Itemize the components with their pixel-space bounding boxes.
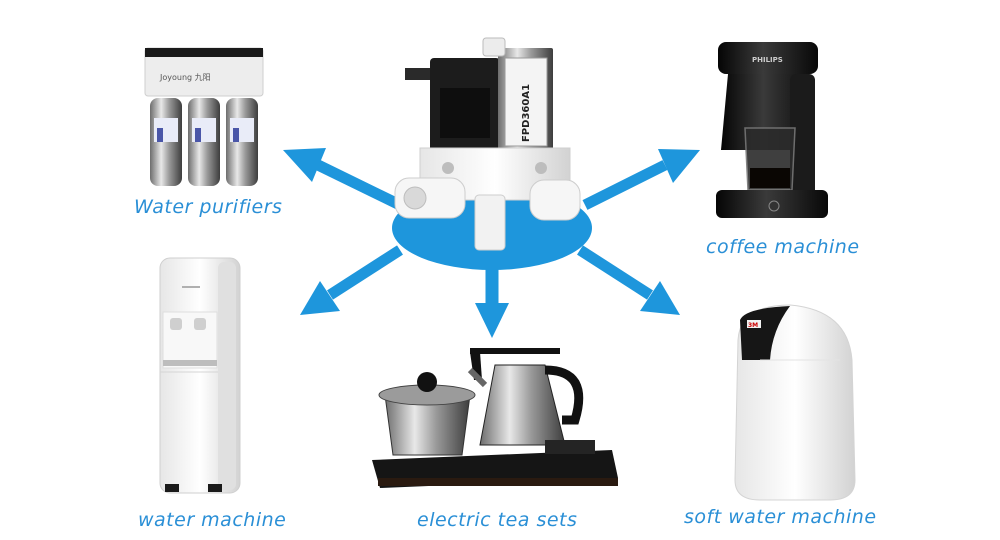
arrow-to-soft-water-machine [577,245,680,315]
label-coffee-machine: coffee machine [706,236,860,258]
arrow-to-electric-tea-sets [475,268,509,338]
arrow-to-water-purifiers [283,148,403,210]
arrow-to-water-machine [300,245,403,315]
arrow-to-coffee-machine [582,149,700,210]
label-water-purifiers: Water purifiers [134,196,282,218]
label-electric-tea-sets: electric tea sets [417,509,577,531]
valve-model-text: FPD360A1 [521,84,532,142]
purifier-brand-text: Joyoung 九阳 [159,73,211,82]
water-purifier-icon: Joyoung 九阳 [144,47,264,186]
water-softener-icon: 3M [734,304,856,501]
tea-kettle-set-icon [372,348,618,488]
coffee-brand-text: PHILIPS [752,56,783,64]
solenoid-valve-icon: FPD360A1 [394,37,581,251]
coffee-machine-icon: PHILIPS [716,42,828,218]
softener-brand-text: 3M [748,322,758,329]
water-dispenser-icon [159,257,241,494]
label-soft-water-machine: soft water machine [684,506,877,528]
label-water-machine: water machine [138,509,286,531]
